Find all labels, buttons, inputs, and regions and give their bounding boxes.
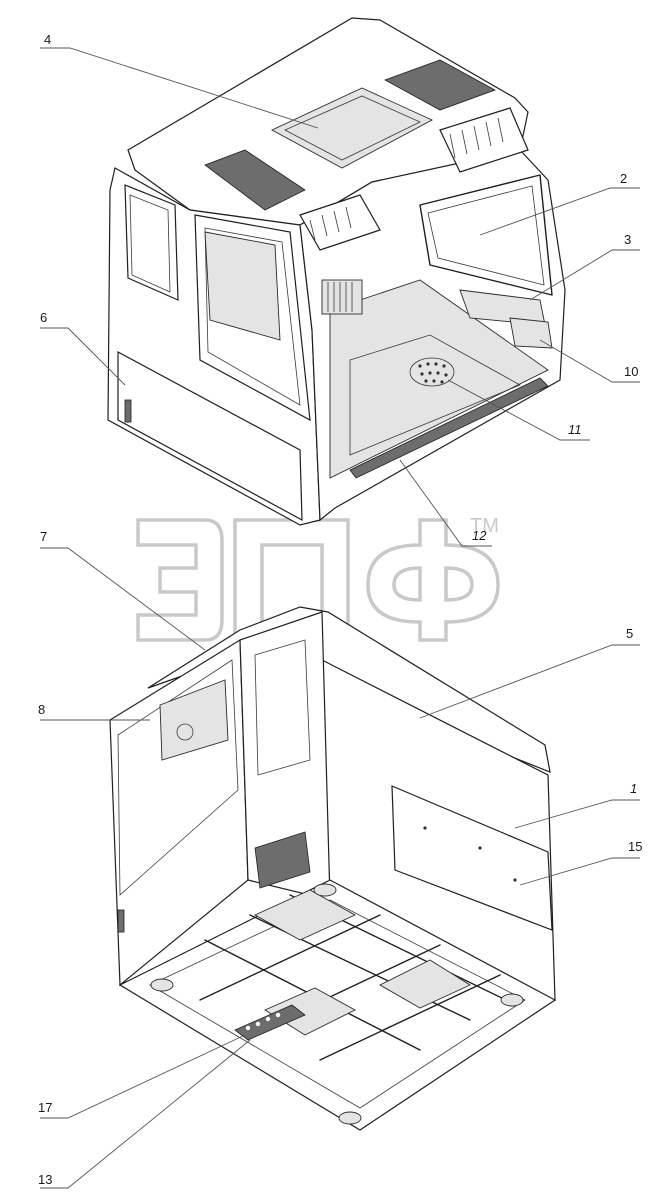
leader-lines (40, 47, 640, 1189)
leader-11 (447, 379, 590, 441)
callout-3: 3 (624, 232, 631, 247)
upper-cab-rear-window (124, 184, 179, 301)
callout-8: 8 (38, 702, 45, 717)
callout-labels: 4 2 3 6 10 11 12 7 5 8 1 15 17 13 (38, 32, 642, 1187)
callout-13: 13 (38, 1172, 52, 1187)
callout-1: 1 (630, 781, 637, 796)
callout-11: 11 (568, 422, 582, 437)
roof-vent-right (384, 59, 496, 111)
callout-4: 4 (44, 32, 51, 47)
leader-2 (479, 187, 640, 236)
roof-vent-left (204, 149, 306, 211)
upper-cab-latch (124, 399, 132, 423)
leader-13 (40, 1039, 251, 1189)
callout-10: 10 (624, 364, 638, 379)
leader-17 (40, 1034, 246, 1119)
leader-7 (40, 547, 206, 651)
upper-cab (107, 17, 566, 526)
upper-cab-back-wall (204, 231, 281, 341)
upper-cab-lower-plate (117, 350, 303, 522)
floor-plate-11 (409, 357, 455, 387)
connector-block-13 (234, 1004, 306, 1041)
leader-15 (519, 857, 640, 886)
leader-4 (40, 47, 319, 129)
upper-cab-floor (329, 279, 549, 479)
rear-access-panel (391, 785, 553, 931)
leader-1 (514, 799, 640, 829)
lower-cab-latch (117, 909, 125, 933)
callout-15: 15 (628, 839, 642, 854)
leader-3 (529, 249, 640, 301)
callout-2: 2 (620, 171, 627, 186)
callout-17: 17 (38, 1100, 52, 1115)
leader-12 (399, 459, 492, 547)
mount-feet (150, 883, 524, 1125)
lower-cab-window-8 (159, 679, 229, 761)
heater-grill (321, 279, 363, 315)
air-duct-units (299, 107, 529, 251)
callout-12: 12 (472, 528, 487, 543)
front-sill-12 (349, 377, 549, 479)
callout-5: 5 (626, 626, 633, 641)
leader-5 (419, 644, 640, 719)
callout-6: 6 (40, 310, 47, 325)
leader-10 (539, 339, 640, 383)
lower-cab (109, 606, 557, 1131)
callout-7: 7 (40, 529, 47, 544)
watermark-tm: TM (470, 515, 499, 537)
lower-cab-vent (254, 831, 311, 889)
leader-6 (40, 327, 126, 386)
roof-hatch (271, 87, 434, 169)
